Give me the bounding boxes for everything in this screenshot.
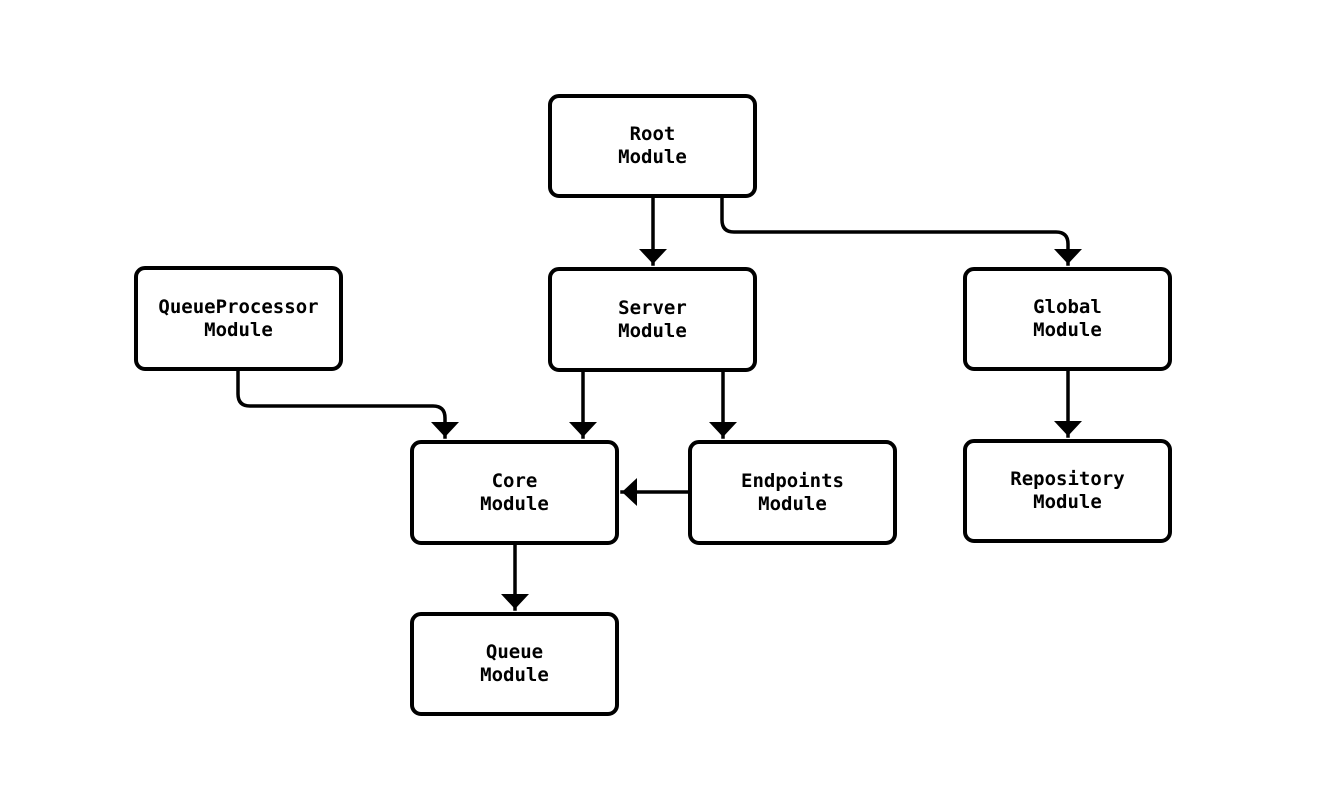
node-root-module: Root Module: [548, 94, 757, 198]
node-server-module: Server Module: [548, 267, 757, 372]
node-queue-label: Queue Module: [480, 641, 549, 686]
edge-queueprocessor-to-core: [236, 369, 459, 439]
node-server-label: Server Module: [618, 296, 687, 342]
node-queueprocessor-module: QueueProcessor Module: [134, 266, 343, 371]
node-root-label: Root Module: [618, 123, 687, 168]
node-core-label: Core Module: [480, 469, 549, 515]
node-repository-module: Repository Module: [963, 439, 1172, 543]
node-global-label: Global Module: [1033, 296, 1102, 341]
node-global-module: Global Module: [963, 267, 1172, 371]
node-core-module: Core Module: [410, 440, 619, 545]
node-queue-module: Queue Module: [410, 612, 619, 716]
edge-root-to-global: [720, 196, 1082, 266]
node-queueprocessor-label: QueueProcessor Module: [158, 295, 319, 341]
node-repository-label: Repository Module: [1010, 468, 1125, 513]
node-endpoints-module: Endpoints Module: [688, 440, 897, 545]
node-endpoints-label: Endpoints Module: [741, 469, 844, 515]
